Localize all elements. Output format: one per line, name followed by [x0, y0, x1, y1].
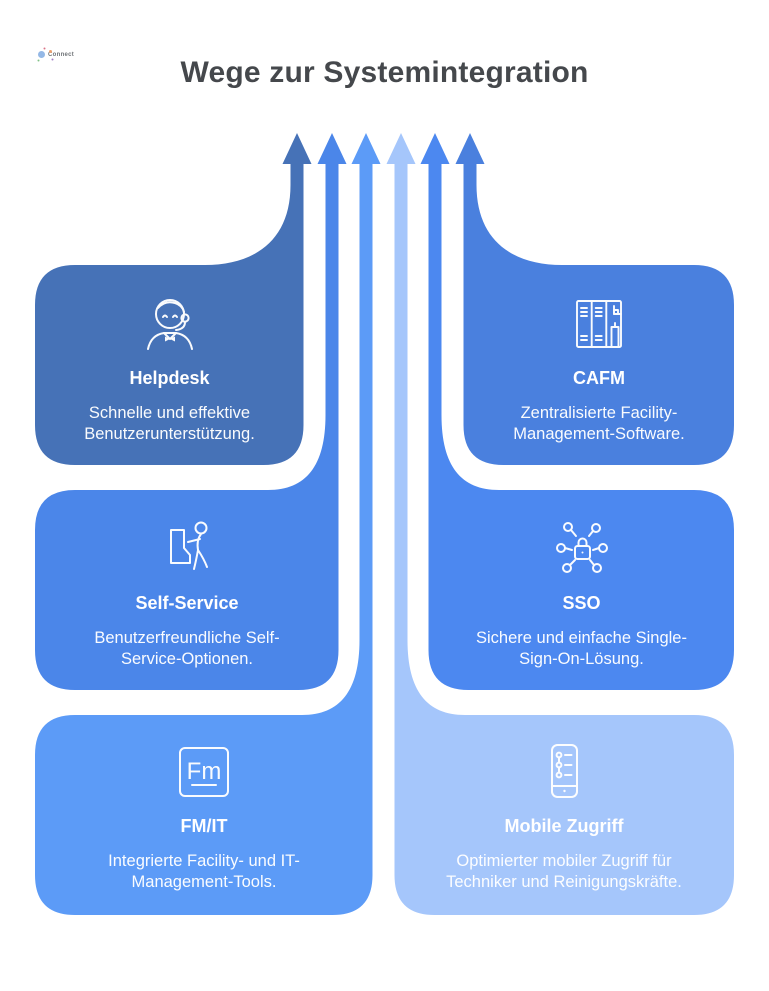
arrow-card-shape-helpdesk — [35, 133, 312, 465]
arrow-card-shape-self-service — [35, 133, 347, 690]
arrow-card-shape-cafm — [455, 133, 734, 465]
arrow-card-shape-mobile — [386, 133, 734, 915]
arrow-card-shape-sso — [420, 133, 734, 690]
page-title: Wege zur Systemintegration — [180, 56, 589, 89]
brand-logo-dots-icon — [38, 51, 45, 58]
arrow-card-shape-fmit — [35, 133, 381, 915]
brand-logo-text: Connect — [48, 51, 75, 58]
brand-logo: Connect — [38, 51, 74, 58]
